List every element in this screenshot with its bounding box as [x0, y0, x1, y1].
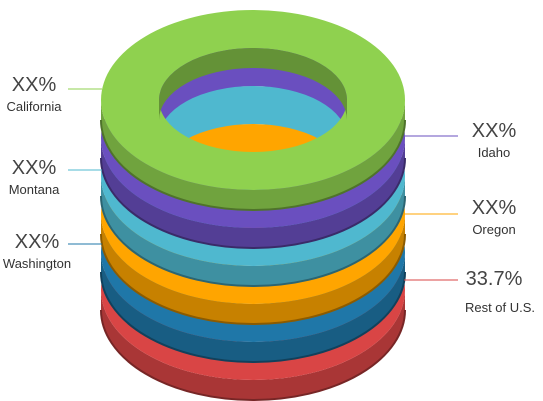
data-label-value-idaho: XX%	[472, 120, 517, 142]
donut-layer-inner-wall-california	[159, 48, 347, 120]
donut-layer-edge-oregon	[100, 233, 406, 325]
data-labels: XX% California XX% Montana XX% Washingto…	[3, 74, 535, 315]
donut-layer-california	[100, 10, 406, 211]
donut-layer-top-california	[101, 10, 405, 190]
donut-layer-side-rest-of-u-s	[101, 290, 405, 400]
donut-layer-edge-washington	[100, 271, 406, 363]
leader-lines	[68, 88, 458, 281]
data-label-name-oregon: Oregon	[472, 222, 515, 237]
data-label-name-rest-of-us: Rest of U.S.	[465, 300, 535, 315]
donut-layer-side-washington	[101, 252, 405, 362]
donut-layer-side-montana	[101, 176, 405, 286]
donut-layer-edge-california	[100, 119, 406, 211]
data-label-value-montana: XX%	[12, 157, 57, 179]
data-label-name-california: California	[7, 99, 63, 114]
data-label-name-idaho: Idaho	[478, 145, 511, 160]
data-label-value-oregon: XX%	[472, 197, 517, 219]
data-label-name-washington: Washington	[3, 256, 71, 271]
data-label-value-california: XX%	[12, 74, 57, 96]
data-label-value-rest-of-us: 33.7%	[466, 268, 523, 290]
donut-layer-side-california	[101, 100, 405, 210]
donut-layer-side-oregon	[101, 214, 405, 324]
donut-layer-edge-montana	[100, 195, 406, 287]
donut-layer-side-idaho	[101, 138, 405, 248]
donut-layer-edge-rest-of-u-s	[100, 309, 406, 401]
donut-layers	[100, 10, 406, 401]
data-label-value-washington: XX%	[15, 231, 60, 253]
data-label-name-montana: Montana	[9, 182, 60, 197]
donut-layer-edge-idaho	[100, 157, 406, 249]
